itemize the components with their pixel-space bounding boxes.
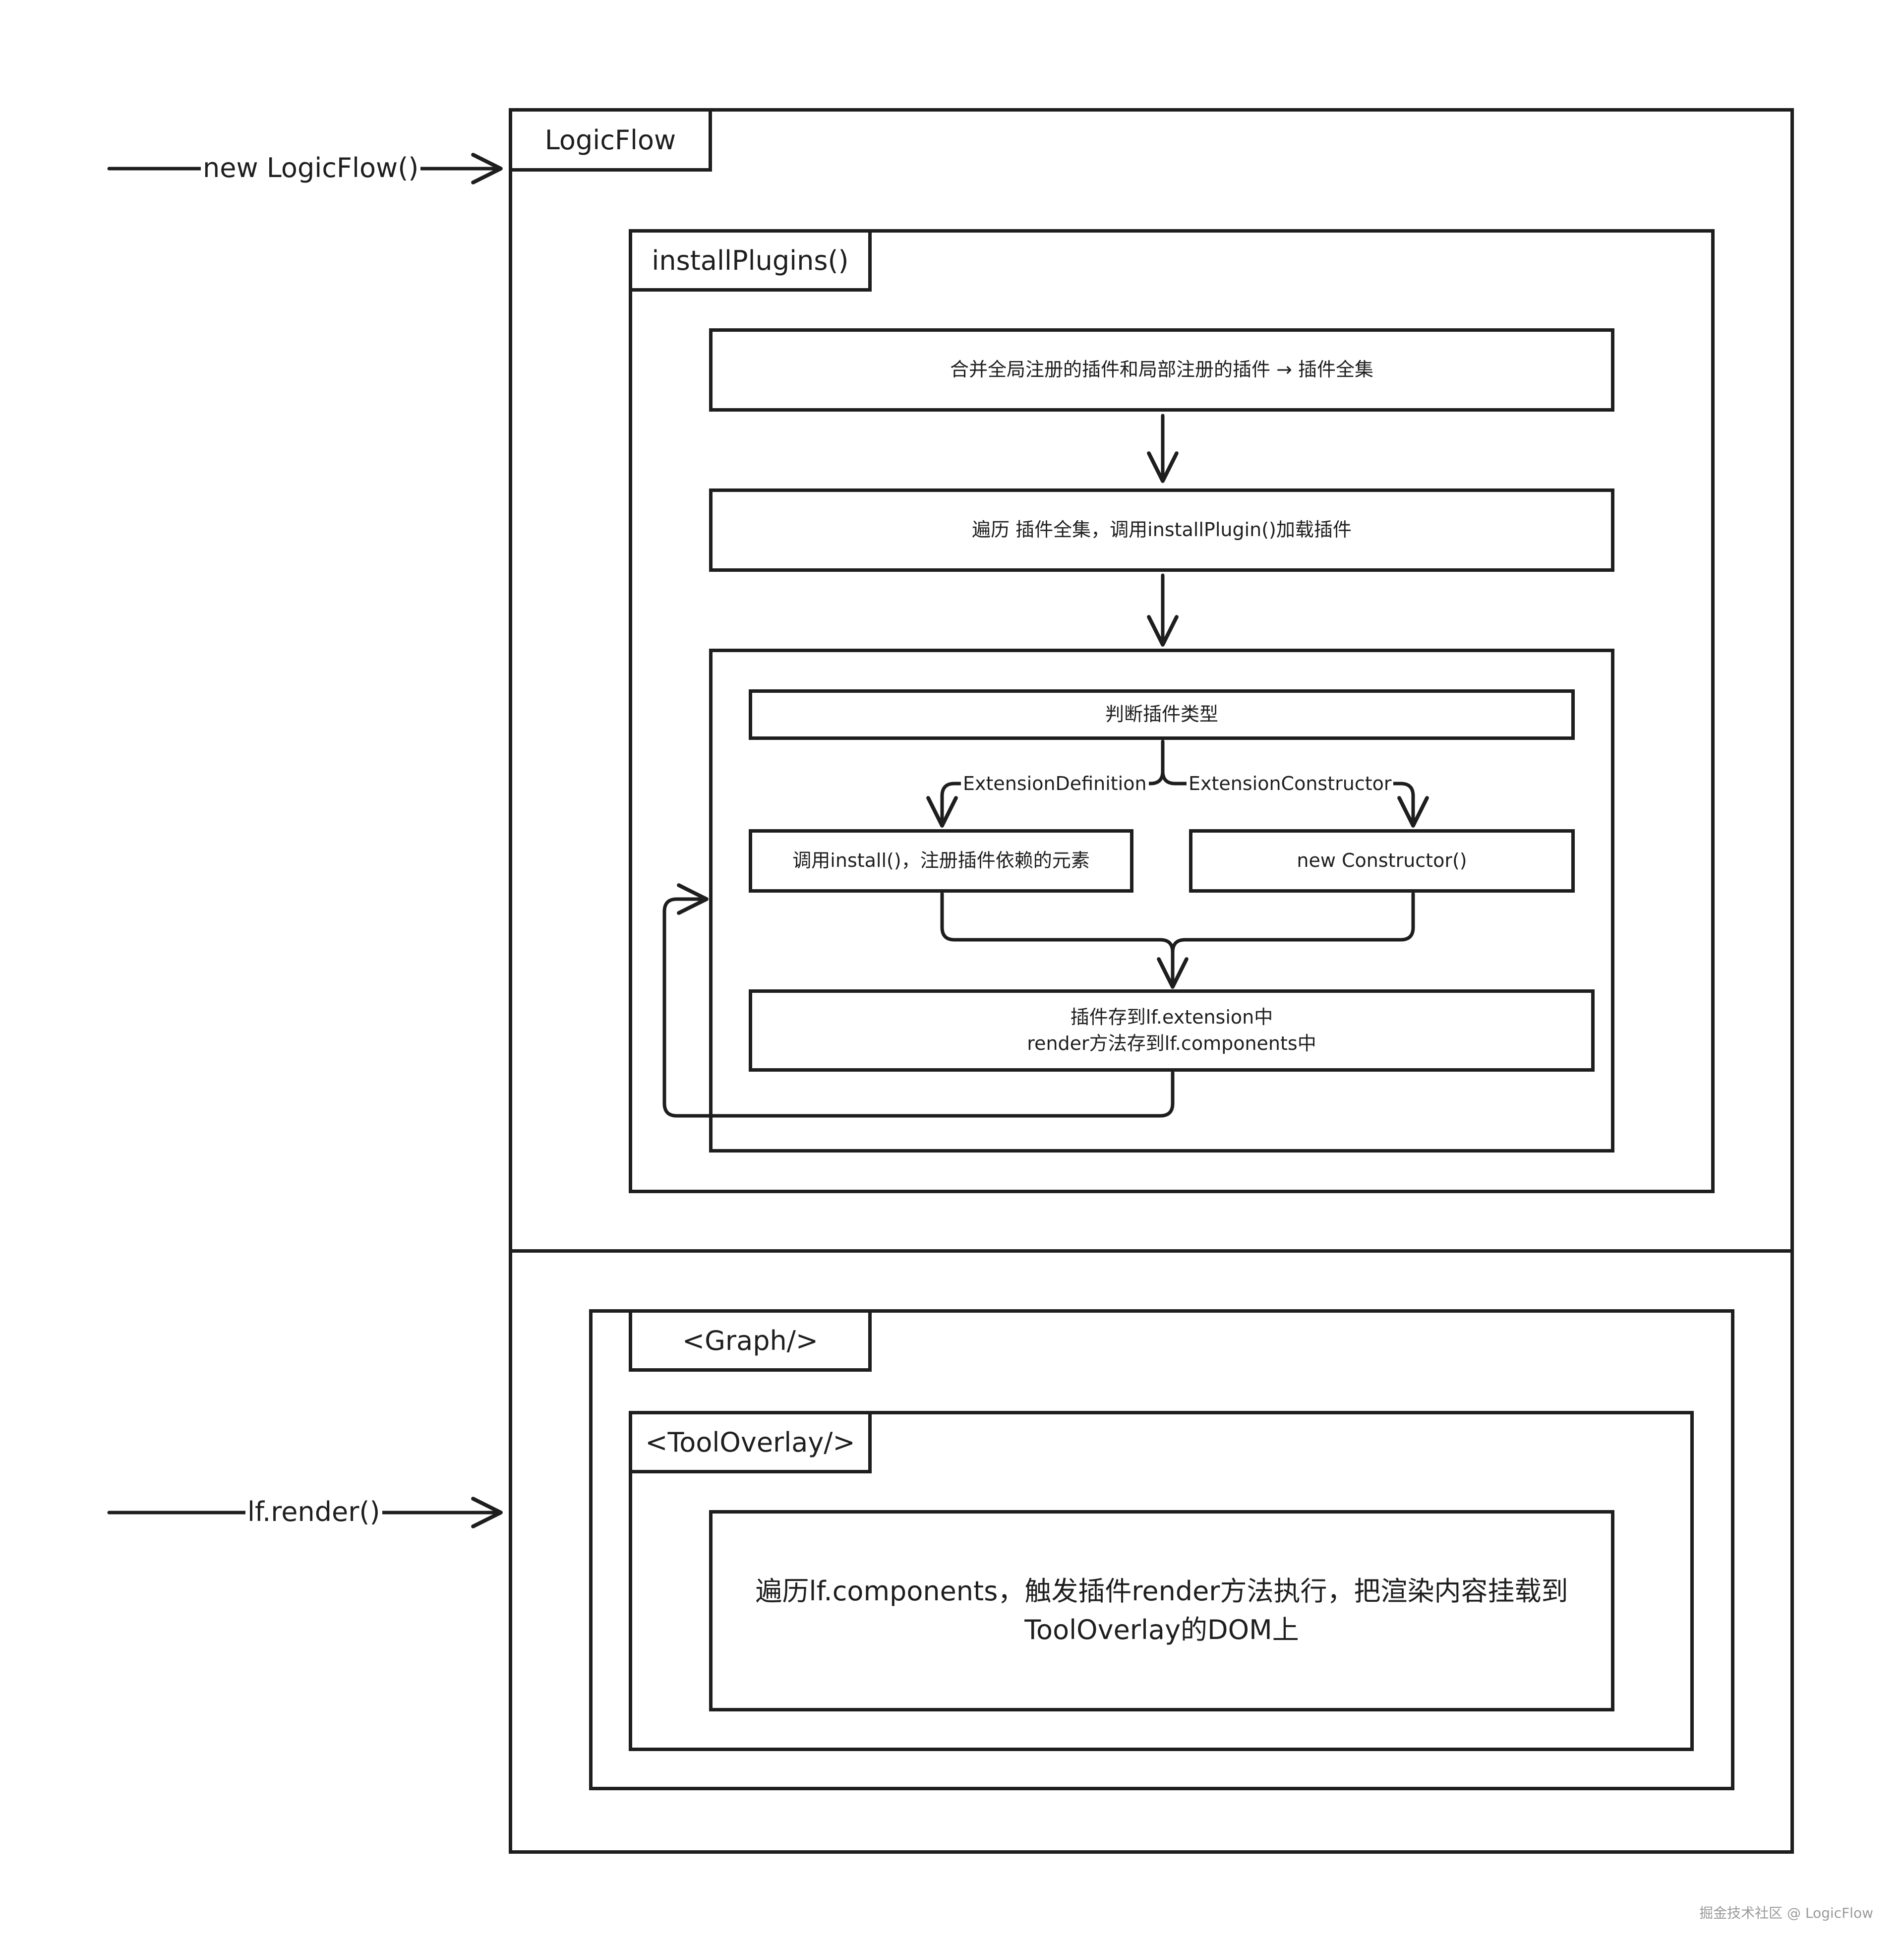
branch-label-extension-constructor: ExtensionConstructor (1187, 773, 1394, 794)
graph-container (589, 1309, 1734, 1790)
branch-label-extension-definition: ExtensionDefinition (961, 773, 1149, 794)
logicflow-container (509, 108, 1794, 1854)
store-plugin-line-1: 插件存到lf.extension中 (1070, 1006, 1273, 1028)
merge-plugins-step: 合并全局注册的插件和局部注册的插件 → 插件全集 (709, 328, 1614, 412)
new-constructor-step: new Constructor() (1189, 829, 1575, 893)
call-install-step: 调用install()，注册插件依赖的元素 (749, 829, 1133, 893)
render-call-label: lf.render() (245, 1493, 382, 1532)
render-step-line-2: ToolOverlay的DOM上 (1024, 1614, 1299, 1645)
store-plugin-line-2: render方法存到lf.components中 (1027, 1033, 1316, 1054)
check-plugin-type-step: 判断插件类型 (749, 689, 1575, 740)
branch-split-right (1161, 769, 1429, 828)
plugin-loop-container (709, 649, 1614, 1153)
graph-title: <Graph/> (629, 1309, 872, 1372)
store-plugin-step: 插件存到lf.extension中 render方法存到lf.component… (749, 989, 1595, 1072)
install-plugins-title: installPlugins() (629, 229, 872, 292)
iterate-plugins-step: 遍历 插件全集，调用installPlugin()加载插件 (709, 488, 1614, 572)
branch-merge-right (1171, 892, 1415, 954)
section-divider (509, 1249, 1794, 1253)
render-step-line-1: 遍历lf.components，触发插件render方法执行，把渲染内容挂载到 (755, 1575, 1568, 1607)
install-plugins-container (629, 229, 1715, 1193)
logicflow-title: LogicFlow (509, 108, 712, 172)
constructor-call-label: new LogicFlow() (201, 149, 421, 188)
render-components-step: 遍历lf.components，触发插件render方法执行，把渲染内容挂载到 … (709, 1510, 1614, 1711)
tool-overlay-title: <ToolOverlay/> (629, 1411, 872, 1473)
loop-back-arrow (662, 883, 1175, 1118)
tool-overlay-container (629, 1411, 1694, 1751)
watermark: 掘金技术社区 @ LogicFlow (1699, 1905, 1873, 1921)
